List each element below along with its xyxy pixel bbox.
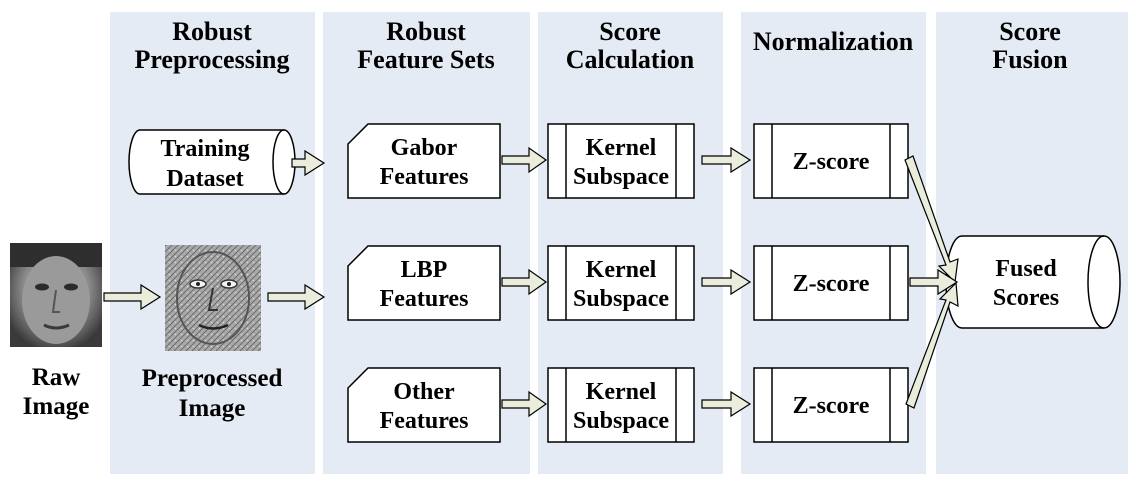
training-dataset-cylinder: [128, 129, 296, 195]
feature-other-line2: Features: [380, 408, 469, 434]
feature-box-lbp: [347, 245, 501, 321]
feature-other-line1: Other: [393, 379, 455, 405]
column-title-3-line2: Calculation: [566, 45, 695, 74]
kernel-box-2: [547, 245, 695, 321]
arrow-kernel-to-zscore-2: [701, 268, 752, 296]
raw-image-caption-line1: Raw: [32, 364, 81, 391]
column-title-1-line1: Robust: [172, 17, 252, 46]
arrow-kernel-to-zscore-3: [701, 390, 752, 418]
fused-scores-line1: Fused: [995, 256, 1057, 282]
preprocessed-face-image: [165, 245, 261, 351]
feature-box-other: [347, 367, 501, 443]
arrow-dataset-to-gabor: [291, 149, 326, 177]
arrow-preprocessed-to-lbp: [267, 283, 326, 311]
kernel-1-line1: Kernel: [586, 135, 657, 161]
column-title-4: Normalization: [753, 27, 914, 56]
arrow-zscore-1-to-fused: [904, 155, 959, 284]
arrow-other-to-kernel: [501, 390, 548, 418]
feature-gabor-line1: Gabor: [391, 135, 458, 161]
column-title-3-line1: Score: [599, 17, 661, 46]
kernel-3-line2: Subspace: [573, 408, 669, 434]
zscore-box-2: [753, 245, 909, 321]
fused-scores-line2: Scores: [993, 285, 1059, 311]
kernel-box-1: [547, 123, 695, 199]
column-title-5-line2: Fusion: [992, 45, 1068, 74]
arrow-kernel-to-zscore-1: [701, 146, 752, 174]
arrow-gabor-to-kernel: [501, 146, 548, 174]
kernel-box-3: [547, 367, 695, 443]
arrow-raw-to-preprocessed: [103, 283, 162, 311]
kernel-1-line2: Subspace: [573, 164, 669, 190]
band-preprocessing: [110, 12, 315, 474]
raw-image-caption-line2: Image: [23, 393, 90, 420]
zscore-2-label: Z-score: [793, 271, 870, 297]
arrow-zscore-2-to-fused: [909, 268, 959, 296]
training-dataset-line1: Training: [161, 136, 250, 162]
zscore-box-1: [753, 123, 909, 199]
preprocessed-image-caption-line2: Image: [179, 395, 246, 422]
raw-face-image: [10, 243, 102, 347]
arrow-lbp-to-kernel: [501, 268, 548, 296]
feature-gabor-line2: Features: [380, 164, 469, 190]
feature-lbp-line2: Features: [380, 286, 469, 312]
kernel-3-line1: Kernel: [586, 379, 657, 405]
kernel-2-line2: Subspace: [573, 286, 669, 312]
zscore-box-3: [753, 367, 909, 443]
column-title-1-line2: Preprocessing: [134, 45, 289, 74]
training-dataset-line2: Dataset: [166, 166, 243, 192]
feature-lbp-line1: LBP: [401, 257, 448, 283]
preprocessed-image-caption-line1: Preprocessed: [142, 365, 283, 392]
feature-box-gabor: [347, 123, 501, 199]
arrow-zscore-3-to-fused: [905, 281, 959, 409]
kernel-2-line1: Kernel: [586, 257, 657, 283]
column-title-2-line1: Robust: [386, 17, 466, 46]
zscore-3-label: Z-score: [793, 393, 870, 419]
zscore-1-label: Z-score: [793, 149, 870, 175]
column-title-2-line2: Feature Sets: [357, 45, 494, 74]
fused-scores-cylinder: [945, 235, 1121, 329]
column-title-5-line1: Score: [999, 17, 1061, 46]
